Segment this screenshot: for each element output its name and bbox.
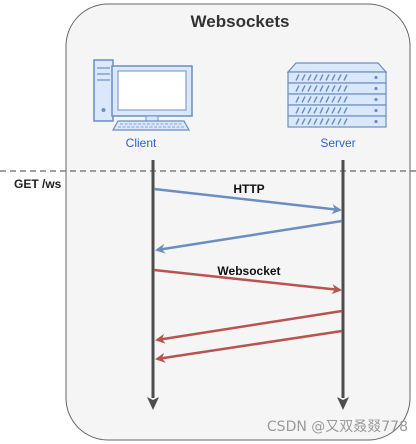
server-vent-slot	[307, 96, 312, 103]
server-vent-slot	[325, 118, 330, 125]
request-label: GET /ws	[14, 177, 62, 191]
server-rack-unit	[287, 104, 387, 117]
server-vent-slot	[331, 74, 336, 81]
websocket-message-arrow-1	[153, 268, 342, 295]
server-vent-slot	[337, 74, 342, 81]
server-vent-slot	[295, 96, 300, 103]
server-rack-icon	[286, 62, 388, 128]
server-vent-slot	[343, 107, 348, 114]
server-vent-slot	[313, 85, 318, 92]
websocket-message-arrow-2	[155, 309, 343, 344]
server-vent-slot	[301, 96, 306, 103]
csdn-watermark: CSDN @又双叒叕778	[267, 419, 408, 435]
server-led	[374, 75, 378, 80]
server-vent-slot	[319, 96, 324, 103]
server-led	[374, 97, 378, 102]
server-vent-slot	[307, 118, 312, 125]
diagram-title: Websockets	[191, 12, 290, 31]
server-vent-slot	[325, 74, 330, 81]
server-vent-slot	[319, 118, 324, 125]
server-vent-slot	[331, 96, 336, 103]
server-vent-slot	[295, 74, 300, 81]
server-vent-slot	[307, 85, 312, 92]
server-vent-slot	[325, 107, 330, 114]
server-vent-slot	[307, 74, 312, 81]
server-vent-slot	[343, 74, 348, 81]
server-vent-slot	[307, 107, 312, 114]
http-label: HTTP	[233, 182, 264, 196]
client-lifeline-arrowhead	[147, 397, 159, 410]
server-vent-slot	[319, 85, 324, 92]
server-vent-slot	[295, 118, 300, 125]
server-vent-slot	[313, 118, 318, 125]
server-vent-slot	[331, 107, 336, 114]
server-label: Server	[320, 136, 355, 150]
client-label: Client	[126, 136, 157, 150]
http-request-arrow	[153, 187, 342, 215]
server-rack-unit	[287, 93, 387, 106]
server-vent-slot	[337, 107, 342, 114]
server-rack-unit	[287, 115, 387, 128]
client-computer-icon	[93, 59, 193, 131]
server-rack-unit	[287, 82, 387, 95]
server-led	[374, 86, 378, 91]
server-rack-unit	[287, 71, 387, 84]
server-vent-slot	[325, 96, 330, 103]
server-vent-slot	[295, 107, 300, 114]
server-vent-slot	[295, 85, 300, 92]
server-led	[374, 119, 378, 124]
server-vent-slot	[313, 74, 318, 81]
server-vent-slot	[313, 107, 318, 114]
server-vent-slot	[301, 85, 306, 92]
server-vent-slot	[331, 118, 336, 125]
http-response-arrow	[155, 219, 343, 254]
server-vent-slot	[343, 96, 348, 103]
server-vent-slot	[325, 85, 330, 92]
server-vent-slot	[337, 118, 342, 125]
server-vent-slot	[337, 96, 342, 103]
websocket-message-arrow-3	[155, 329, 343, 363]
server-vent-slot	[343, 118, 348, 125]
server-led	[374, 108, 378, 113]
websocket-label: Websocket	[217, 264, 280, 278]
server-vent-slot	[301, 107, 306, 114]
server-lifeline-arrowhead	[337, 397, 349, 410]
server-vent-slot	[343, 85, 348, 92]
server-vent-slot	[319, 74, 324, 81]
server-vent-slot	[301, 118, 306, 125]
server-vent-slot	[337, 85, 342, 92]
server-vent-slot	[313, 96, 318, 103]
server-vent-slot	[331, 85, 336, 92]
server-vent-slot	[301, 74, 306, 81]
server-vent-slot	[319, 107, 324, 114]
